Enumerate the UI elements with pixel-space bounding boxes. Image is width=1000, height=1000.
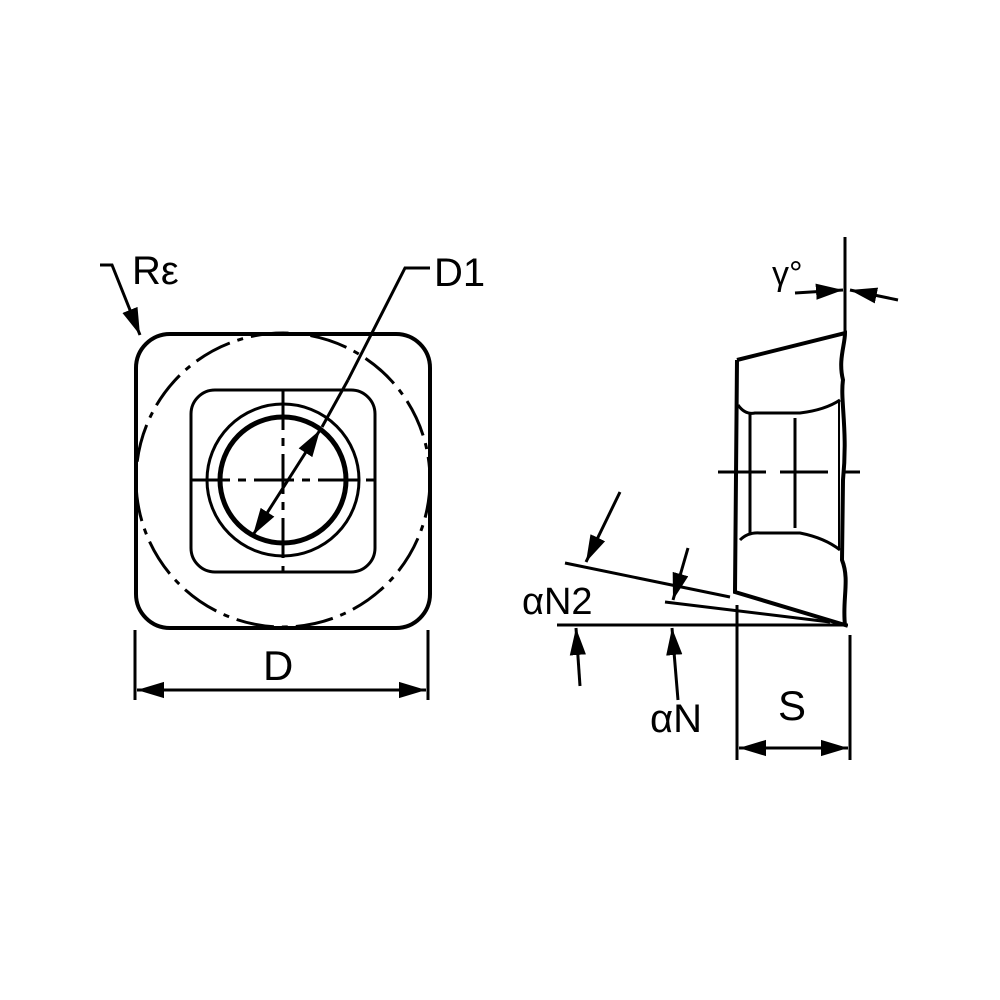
rake-angle-label: γ°: [772, 255, 803, 293]
lower-chamfer-curve: [738, 531, 841, 552]
rake-angle-arrow-left: [794, 283, 844, 300]
side-outline: [732, 330, 848, 628]
an2-arrow-upper: [584, 491, 622, 563]
clearance-angle-label: αN: [650, 697, 702, 741]
clearance-line: [664, 600, 831, 624]
corner-radius-label: Rε: [132, 249, 179, 293]
radius-leader: [100, 263, 142, 336]
an-arrow-lower: [666, 627, 683, 701]
secondary-clearance-line: [564, 561, 731, 599]
thickness-label: S: [778, 682, 806, 729]
inscribed-circle: [134, 331, 432, 629]
an2-arrow-lower: [569, 627, 586, 687]
upper-chamfer-curve: [736, 398, 841, 415]
d1-leader: [346, 266, 430, 381]
width-label: D: [263, 642, 293, 689]
an-arrow-upper: [671, 547, 690, 601]
d1-dimension-arrow: [251, 429, 322, 536]
hole-diameter-label: D1: [434, 251, 485, 295]
side-view: [557, 237, 899, 760]
d1-leader-extension: [320, 379, 350, 428]
secondary-clearance-label: αN2: [522, 581, 593, 623]
rake-angle-arrow-right: [849, 287, 899, 304]
front-view: [100, 263, 432, 700]
